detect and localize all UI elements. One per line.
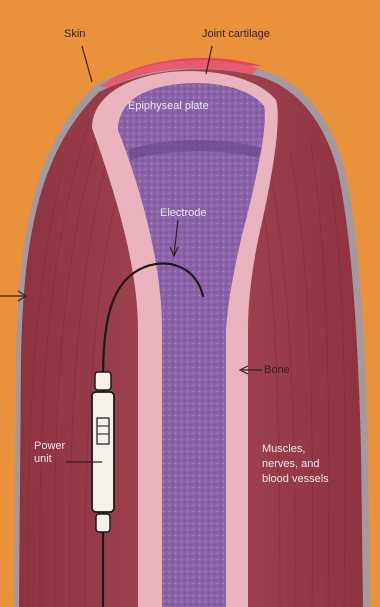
label-epiphyseal-plate: Epiphyseal plate	[128, 100, 209, 113]
label-power-unit: Power unit	[34, 440, 65, 466]
label-skin: Skin	[64, 28, 85, 41]
label-joint-cartilage: Joint cartilage	[202, 28, 270, 41]
power-unit	[92, 372, 114, 532]
label-muscles: Muscles, nerves, and blood vessels	[262, 442, 329, 487]
label-electrode: Electrode	[160, 207, 206, 220]
label-bone: Bone	[264, 364, 290, 377]
